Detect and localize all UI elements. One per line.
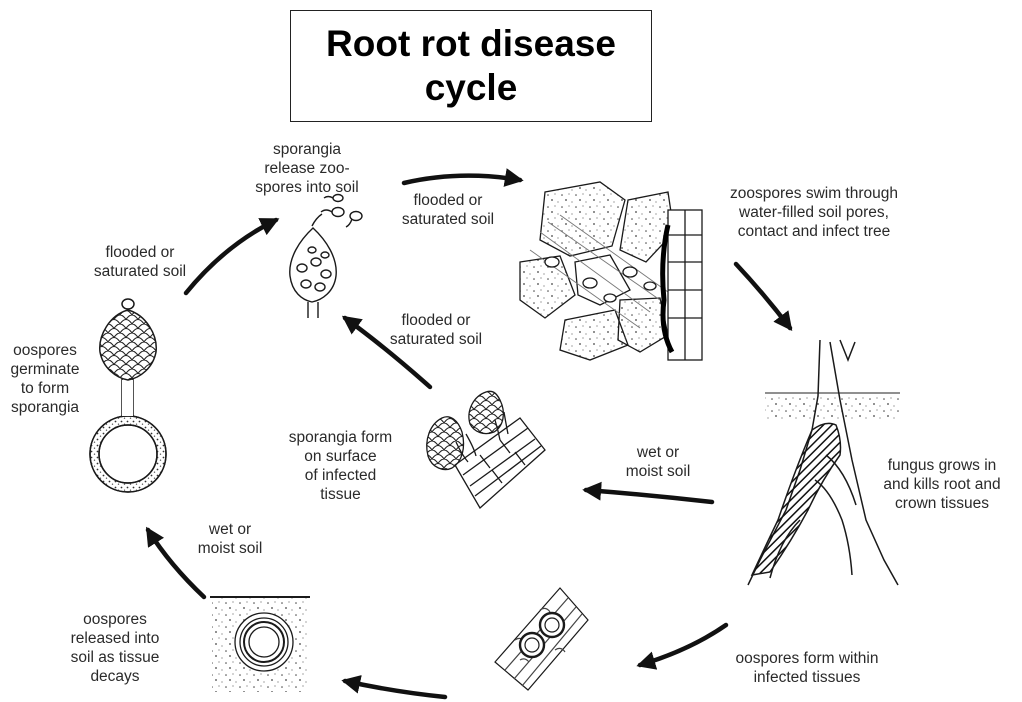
label-fungus-grows: fungus grows in and kills root and crown… — [868, 456, 1016, 513]
label-sporangia-release: sporangia release zoo- spores into soil — [242, 140, 372, 197]
label-zoospores-swim: zoospores swim through water-filled soil… — [714, 184, 914, 241]
label-flooded-left: flooded or saturated soil — [80, 243, 200, 281]
label-oospores-released: oospores released into soil as tissue de… — [55, 610, 175, 686]
oospore-in-soil-illustration — [210, 597, 310, 692]
label-flooded-middle: flooded or saturated soil — [376, 311, 496, 349]
oospores-in-tissue-illustration — [495, 588, 588, 690]
arrow-tree-to-sporangia-form — [586, 490, 712, 502]
label-oospores-form: oospores form within infected tissues — [722, 649, 892, 687]
label-sporangia-form: sporangia form on surface of infected ti… — [273, 428, 408, 504]
arrow-to-zoospore-infection — [404, 176, 520, 183]
label-wet-moist-right: wet or moist soil — [618, 443, 698, 481]
label-oospores-germinate: oospores germinate to form sporangia — [10, 341, 80, 417]
germinating-oospore-illustration — [90, 299, 166, 492]
sporangia-on-tissue-illustration — [427, 391, 545, 508]
soil-pores-infection-illustration — [520, 182, 702, 360]
sporangium-releasing-zoospores-illustration — [290, 195, 362, 319]
label-flooded-top: flooded or saturated soil — [388, 191, 508, 229]
label-wet-moist-left: wet or moist soil — [190, 520, 270, 558]
diagram-title: Root rot disease cycle — [326, 22, 616, 110]
arrow-to-tree — [736, 264, 790, 328]
arrow-oospores-form-to-released — [345, 681, 445, 697]
diagram-title-box: Root rot disease cycle — [290, 10, 652, 122]
arrow-tree-to-oospores-form — [640, 625, 726, 665]
